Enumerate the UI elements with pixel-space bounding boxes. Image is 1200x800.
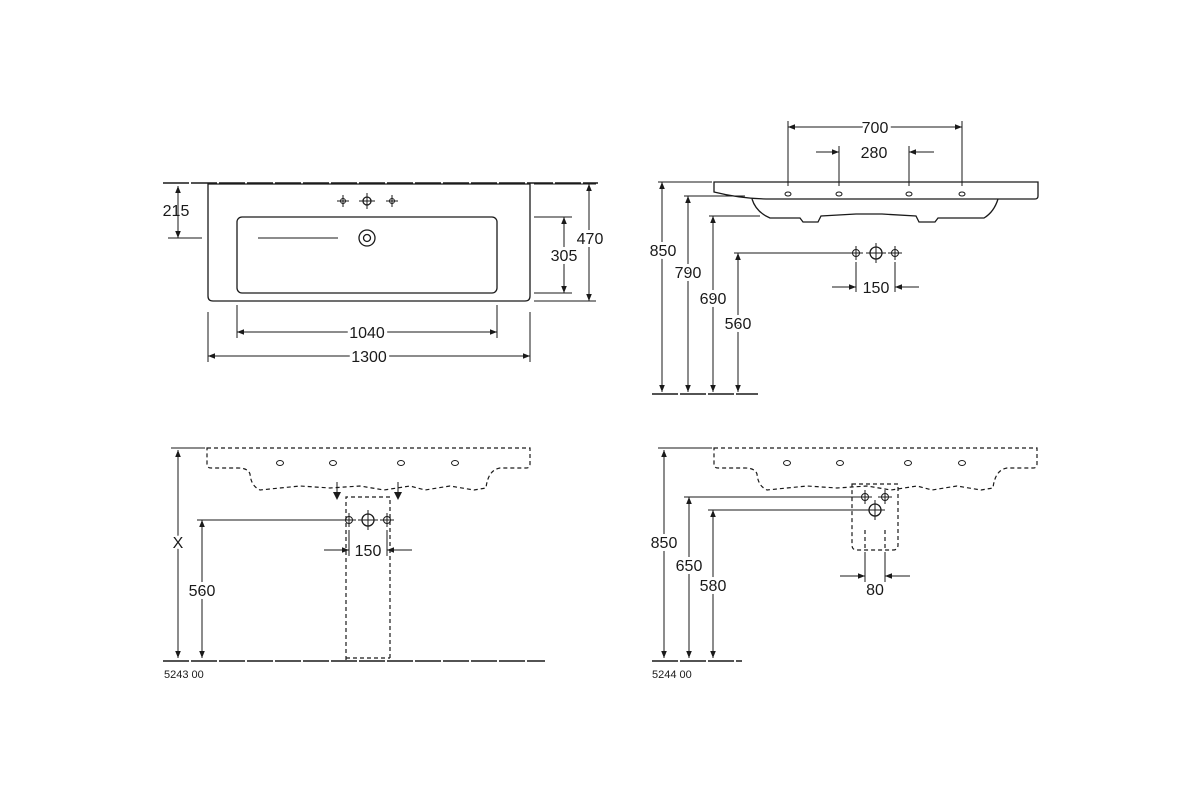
front-view-right: 850 650 580 80 5244 00: [648, 447, 1038, 681]
dim-x: X: [173, 535, 184, 552]
dim-580: 580: [700, 578, 727, 595]
arrow-down-icon: [394, 492, 402, 500]
tap-hole-marks: [783, 460, 966, 466]
tap-hole-icons: [337, 193, 398, 209]
dim-790: 790: [675, 265, 702, 282]
tap-hole-icon: [337, 195, 349, 207]
dim-1300: 1300: [351, 349, 387, 366]
dim-850: 850: [651, 535, 678, 552]
dim-150: 150: [863, 280, 890, 297]
product-code: 5244 00: [652, 669, 692, 681]
dim-560: 560: [189, 583, 216, 600]
siphon-cover-dashed: [851, 483, 899, 551]
dim-305: 305: [551, 248, 578, 265]
basin-outline-dashed: [713, 447, 1038, 491]
dim-470: 470: [577, 231, 604, 248]
dim-700: 700: [862, 120, 889, 137]
dim-1040: 1040: [349, 325, 385, 342]
dim-215: 215: [163, 203, 190, 220]
dim-150: 150: [355, 543, 382, 560]
dim-690: 690: [700, 291, 727, 308]
plan-view: 215 470 305 1040 1300: [163, 182, 606, 369]
supply-connection-icons: [849, 243, 902, 263]
tap-hole-icon: [359, 193, 375, 209]
basin-outline-dashed: [206, 447, 531, 491]
product-code: 5243 00: [164, 669, 204, 681]
basin-profile: [713, 181, 1039, 200]
drain-icon: [358, 229, 376, 247]
basin-outline: [207, 183, 531, 302]
arrow-down-icon: [333, 492, 341, 500]
tap-hole-marks: [784, 191, 966, 197]
pedestal-outline-dashed: [345, 496, 391, 660]
bowl-outline: [236, 216, 498, 294]
supply-connection-icons: [858, 490, 892, 520]
supply-connection-icons: [342, 510, 394, 530]
side-view: 700 280 850 790 690 560: [647, 117, 1039, 395]
tap-hole-marks: [276, 460, 459, 466]
dim-560: 560: [725, 316, 752, 333]
front-view-left: X 560 150 5243 00: [163, 447, 545, 681]
dim-850: 850: [650, 243, 677, 260]
dim-80: 80: [866, 582, 884, 599]
dim-650: 650: [676, 558, 703, 575]
basin-underside: [751, 198, 999, 223]
tap-hole-icon: [386, 195, 398, 207]
dim-280: 280: [861, 145, 888, 162]
